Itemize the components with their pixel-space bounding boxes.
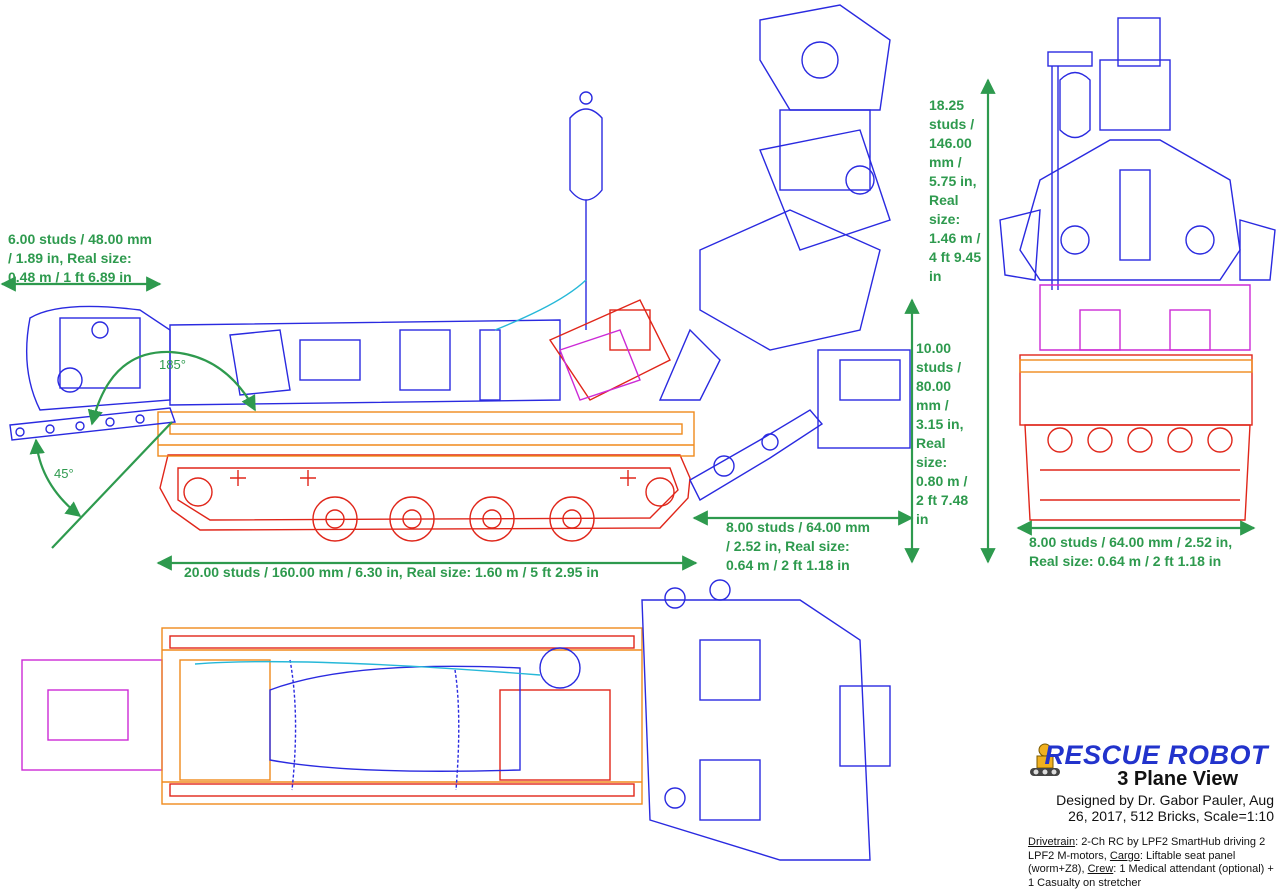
crew-label: Crew xyxy=(1087,863,1114,875)
top-red-details xyxy=(169,635,635,797)
total-height-line: mm / xyxy=(929,154,962,170)
top-chassis xyxy=(161,627,643,805)
title-logo xyxy=(1030,743,1060,776)
front-pod xyxy=(1039,284,1251,351)
top-view xyxy=(21,579,891,861)
front-width-label: 8.00 studs / 64.00 mm / 2.52 in, Real si… xyxy=(1029,533,1232,571)
front-chassis-orange xyxy=(1019,359,1253,373)
designer-credit: Designed by Dr. Gabor Pauler, Aug 26, 20… xyxy=(1056,792,1274,824)
brand-title: RESCUE ROBOT xyxy=(1044,740,1268,770)
view-subtitle: 3 Plane View xyxy=(1117,768,1238,790)
length-label: 20.00 studs / 160.00 mm / 6.30 in, Real … xyxy=(184,564,599,580)
body-height-line: 0.80 m / xyxy=(916,473,968,489)
angle-45-label: 45° xyxy=(54,466,74,481)
arm-width-label: 6.00 studs / 48.00 mm / 1.89 in, Real si… xyxy=(8,230,152,287)
total-height-line: 4 ft 9.45 xyxy=(929,249,982,265)
total-height-label: 18.25 studs / 146.00 mm / 5.75 in, Real … xyxy=(929,96,981,286)
front-upper xyxy=(999,17,1276,290)
body-height-line: mm / xyxy=(916,397,949,413)
angle-45-arc xyxy=(29,438,82,517)
body-height-line: 10.00 xyxy=(916,340,952,356)
total-height-line: 5.75 in, xyxy=(929,173,977,189)
total-height-line: studs / xyxy=(929,116,975,132)
total-height-line: 146.00 xyxy=(929,135,972,151)
cargo-text: : Liftable seat panel (worm+Z8), xyxy=(1028,849,1236,876)
side-red-details xyxy=(548,299,671,401)
side-track xyxy=(159,454,691,542)
total-height-line: size: xyxy=(929,211,961,227)
side-width-line-1: 8.00 studs / 64.00 mm xyxy=(726,519,870,535)
drivetrain-label: Drivetrain xyxy=(1028,836,1076,848)
body-height-line: 80.00 xyxy=(916,378,952,394)
body-height-line: 3.15 in, xyxy=(916,416,964,432)
spec-notes: Drivetrain: 2-Ch RC by LPF2 SmartHub dri… xyxy=(1028,836,1276,890)
front-track xyxy=(1019,354,1253,521)
side-width-line-3: 0.64 m / 2 ft 1.18 in xyxy=(726,557,850,573)
total-height-line: 1.46 m / xyxy=(929,230,981,246)
body-height-label: 10.00 studs / 80.00 mm / 3.15 in, Real s… xyxy=(916,339,968,529)
side-chassis xyxy=(157,411,695,457)
body-height-line: 2 ft 7.48 xyxy=(916,492,969,508)
angle-185-arc xyxy=(87,350,256,426)
angle-185-label: 185° xyxy=(159,357,186,372)
side-width-line-2: / 2.52 in, Real size: xyxy=(726,538,850,554)
drivetrain-text: : 2-Ch RC by LPF2 SmartHub driving 2 LPF… xyxy=(1028,836,1266,862)
body-height-line: in xyxy=(916,511,929,527)
total-height-line: 18.25 xyxy=(929,97,965,113)
top-tool xyxy=(21,659,163,771)
body-height-line: Real xyxy=(916,435,946,451)
arm-width-line-2: / 1.89 in, Real size: xyxy=(8,250,132,266)
total-height-line: Real xyxy=(929,192,959,208)
arm-width-line-3: 0.48 m / 1 ft 6.89 in xyxy=(8,269,132,285)
body-height-line: size: xyxy=(916,454,948,470)
side-magenta-details xyxy=(559,329,641,401)
front-view xyxy=(999,17,1276,521)
dimension-lines xyxy=(0,78,1256,571)
top-hose xyxy=(194,660,541,676)
total-height-line: in xyxy=(929,268,942,284)
top-body xyxy=(269,579,891,861)
front-width-line-2: Real size: 0.64 m / 2 ft 1.18 in xyxy=(1029,553,1222,569)
body-height-line: studs / xyxy=(916,359,962,375)
side-width-label: 8.00 studs / 64.00 mm / 2.52 in, Real si… xyxy=(726,518,870,575)
arm-width-line-1: 6.00 studs / 48.00 mm xyxy=(8,231,152,247)
side-view xyxy=(9,4,911,542)
cargo-label: Cargo xyxy=(1109,849,1140,862)
front-width-line-1: 8.00 studs / 64.00 mm / 2.52 in, xyxy=(1029,534,1233,550)
